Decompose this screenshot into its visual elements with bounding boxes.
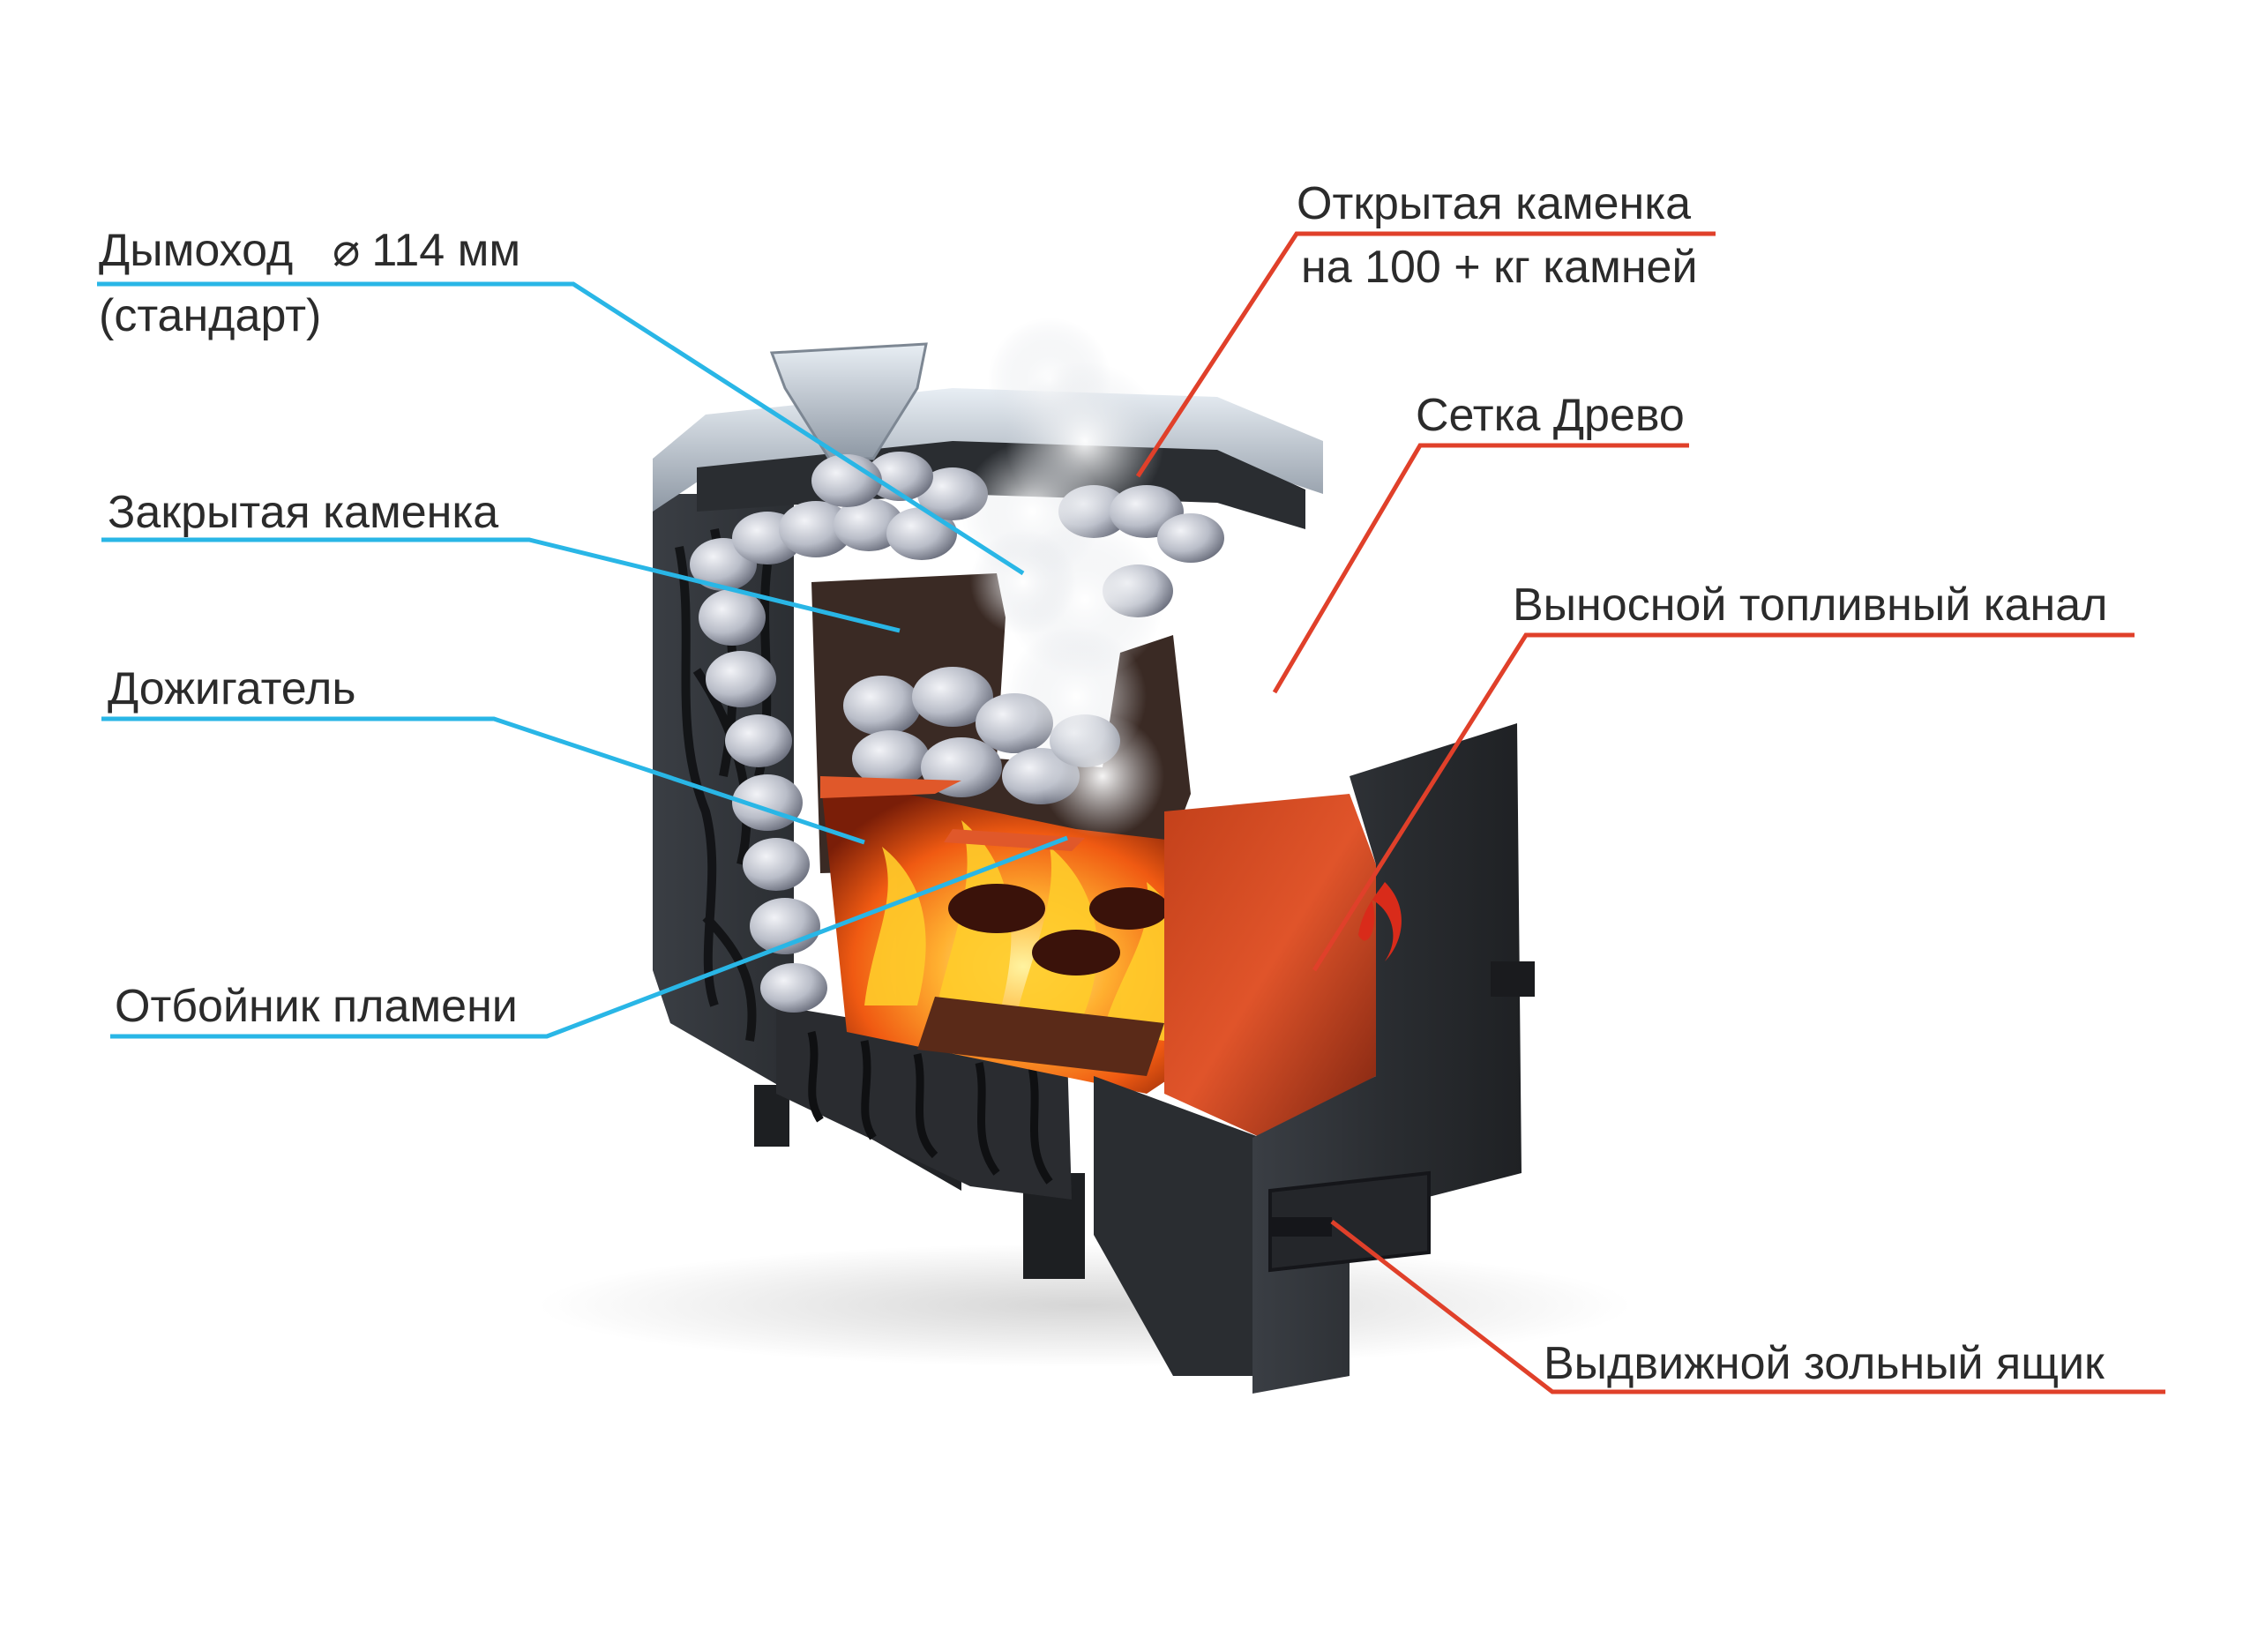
label-open-heater: Открытая каменка <box>1297 176 1691 231</box>
label-closed-heater: Закрытая каменка <box>108 485 498 540</box>
label-flame-deflector: Отбойник пламени <box>115 979 518 1034</box>
door-latch <box>1491 961 1535 997</box>
leader-mesh <box>1275 445 1689 692</box>
label-ash-drawer: Выдвижной зольный ящик <box>1544 1336 2105 1391</box>
label-chimney: Дымоход ⌀ 114 мм <box>99 223 520 278</box>
label-remote-fuel-channel: Выносной топливный канал <box>1513 578 2108 632</box>
label-mesh: Сетка Древо <box>1416 388 1685 443</box>
label-chimney-standard: (стандарт) <box>99 288 321 343</box>
ash-drawer-handle <box>1270 1217 1332 1237</box>
diameter-icon: ⌀ <box>332 224 359 277</box>
label-afterburner: Дожигатель <box>108 662 355 716</box>
label-open-heater-capacity: на 100 + кг камней <box>1301 240 1698 295</box>
label-chimney-prefix: Дымоход <box>99 225 293 276</box>
label-chimney-value: 114 мм <box>371 225 520 276</box>
label-chimney-standard-text: (стандарт) <box>99 290 321 341</box>
fuel-channel <box>1164 794 1376 1138</box>
